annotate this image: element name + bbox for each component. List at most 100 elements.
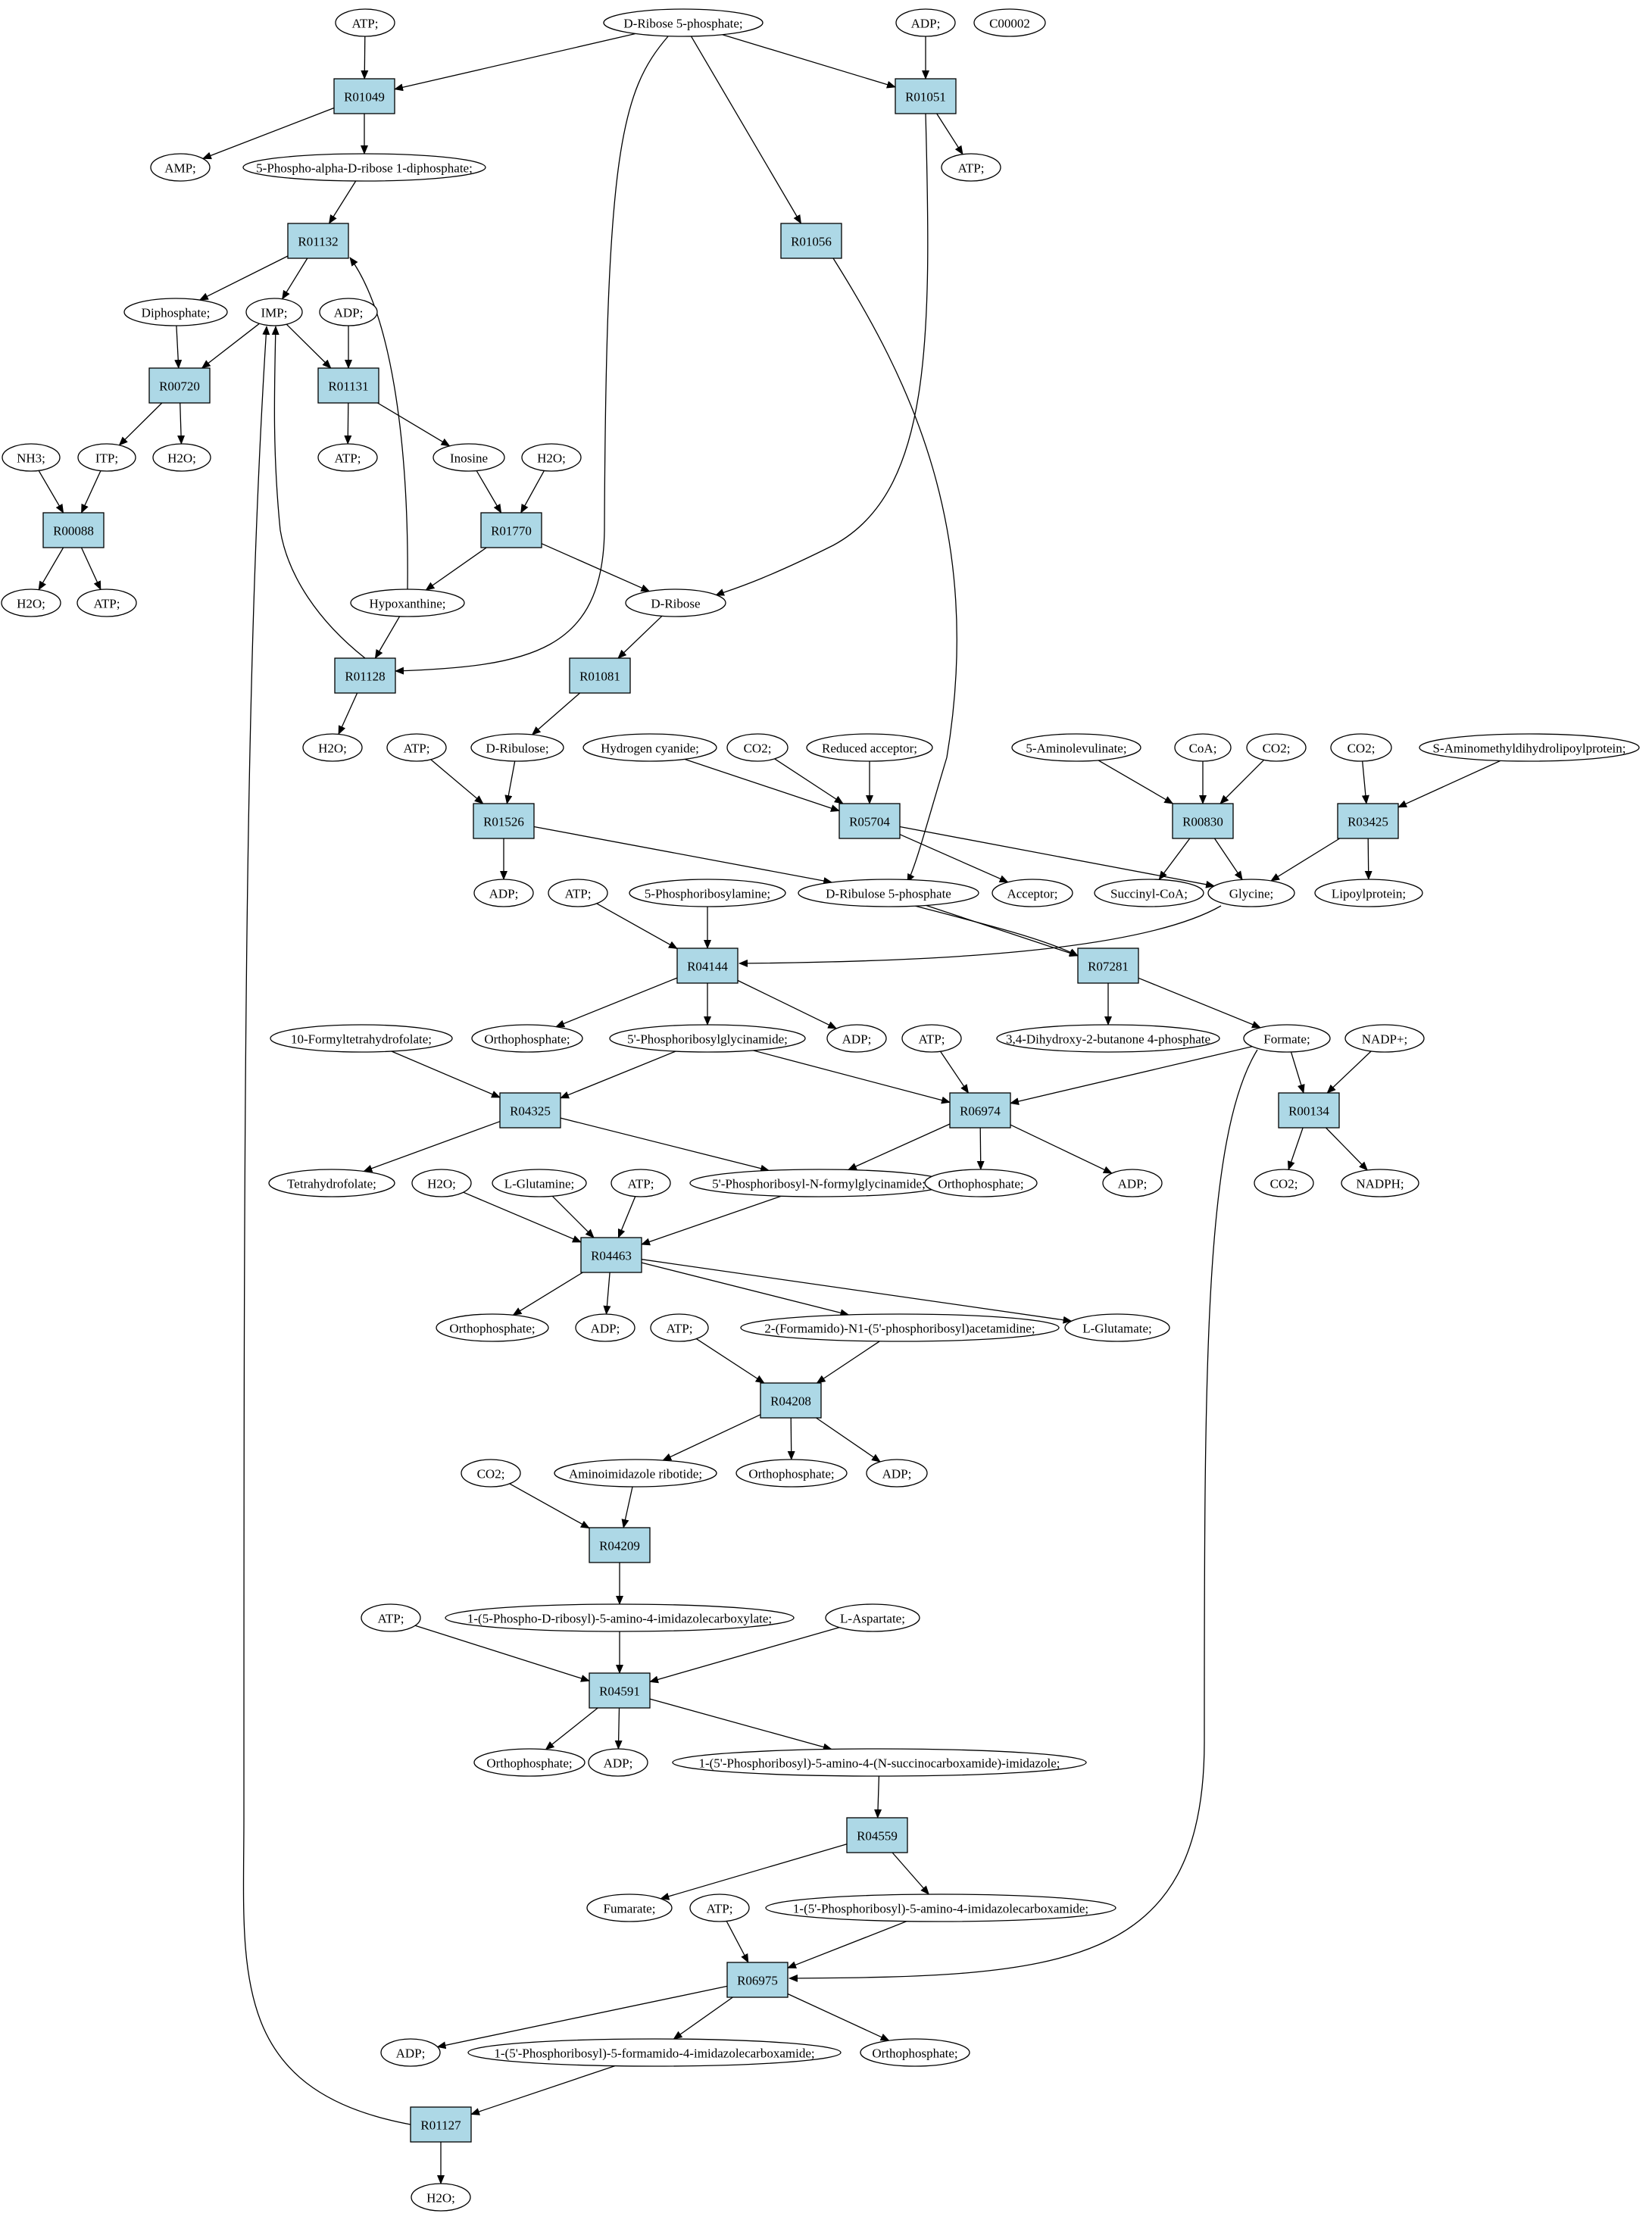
reaction-node-r01051[interactable]: R01051 xyxy=(895,78,957,114)
compound-node[interactable]: D-Ribose 5-phosphate; xyxy=(603,8,764,37)
reaction-node-r06975[interactable]: R06975 xyxy=(726,1962,789,1998)
compound-node[interactable]: ATP; xyxy=(77,589,137,617)
compound-node[interactable]: CO2; xyxy=(1254,1169,1314,1197)
compound-node[interactable]: Aminoimidazole ribotide; xyxy=(554,1459,717,1488)
compound-node[interactable]: 5'-Phosphoribosylglycinamide; xyxy=(609,1024,806,1053)
reaction-node-r04463[interactable]: R04463 xyxy=(580,1237,642,1273)
compound-node[interactable]: 5-Phosphoribosylamine; xyxy=(629,879,786,907)
compound-node[interactable]: 5-Aminolevulinate; xyxy=(1011,733,1141,762)
compound-node[interactable]: 5-Phospho-alpha-D-ribose 1-diphosphate; xyxy=(242,153,486,182)
compound-node[interactable]: Reduced acceptor; xyxy=(806,733,933,762)
reaction-node-r06974[interactable]: R06974 xyxy=(949,1092,1011,1129)
compound-node[interactable]: NH3; xyxy=(2,443,61,472)
reaction-node-r00088[interactable]: R00088 xyxy=(42,512,105,548)
reaction-node-r01131[interactable]: R01131 xyxy=(317,367,379,404)
reaction-node-r00830[interactable]: R00830 xyxy=(1172,803,1234,839)
compound-node[interactable]: ATP; xyxy=(650,1313,709,1342)
compound-node[interactable]: H2O; xyxy=(1,589,61,617)
compound-node[interactable]: L-Glutamine; xyxy=(492,1169,587,1197)
compound-node[interactable]: ADP; xyxy=(866,1459,928,1488)
compound-node[interactable]: ADP; xyxy=(380,2038,441,2067)
reaction-node-r01049[interactable]: R01049 xyxy=(333,78,395,114)
reaction-node-r04209[interactable]: R04209 xyxy=(589,1527,651,1563)
compound-node[interactable]: Acceptor; xyxy=(992,879,1073,907)
reaction-node-r01132[interactable]: R01132 xyxy=(287,223,349,259)
compound-node[interactable]: 1-(5-Phospho-D-ribosyl)-5-amino-4-imidaz… xyxy=(445,1603,795,1632)
compound-node[interactable]: Tetrahydrofolate; xyxy=(268,1169,395,1197)
compound-node[interactable]: ADP; xyxy=(826,1024,887,1053)
reaction-node-r00720[interactable]: R00720 xyxy=(148,367,211,404)
compound-node[interactable]: ATP; xyxy=(611,1169,671,1197)
compound-node[interactable]: Hypoxanthine; xyxy=(350,589,465,617)
compound-node[interactable]: NADP+; xyxy=(1344,1024,1425,1053)
compound-node[interactable]: S-Aminomethyldihydrolipoylprotein; xyxy=(1419,733,1640,762)
compound-node[interactable]: Formate; xyxy=(1243,1024,1331,1053)
compound-node[interactable]: ADP; xyxy=(588,1748,648,1777)
compound-node[interactable]: Diphosphate; xyxy=(123,298,228,326)
compound-node[interactable]: Orthophosphate; xyxy=(924,1169,1038,1197)
compound-node[interactable]: Glycine; xyxy=(1207,879,1295,907)
compound-node[interactable]: ADP; xyxy=(895,8,956,37)
compound-node[interactable]: 1-(5'-Phosphoribosyl)-5-formamido-4-imid… xyxy=(467,2038,842,2067)
compound-node[interactable]: Succinyl-CoA; xyxy=(1094,879,1204,907)
compound-node[interactable]: Orthophosphate; xyxy=(471,1024,583,1053)
reaction-node-r04208[interactable]: R04208 xyxy=(760,1382,822,1419)
compound-node[interactable]: L-Glutamate; xyxy=(1064,1313,1170,1342)
compound-node[interactable]: ATP; xyxy=(386,733,447,762)
compound-node[interactable]: H2O; xyxy=(152,443,211,472)
compound-node[interactable]: Orthophosphate; xyxy=(860,2038,970,2067)
compound-node[interactable]: ATP; xyxy=(361,1603,421,1632)
reaction-node-r00134[interactable]: R00134 xyxy=(1278,1092,1340,1129)
compound-node[interactable]: H2O; xyxy=(521,443,582,472)
compound-node[interactable]: H2O; xyxy=(302,733,363,762)
reaction-node-r01127[interactable]: R01127 xyxy=(410,2106,472,2143)
reaction-node-r01770[interactable]: R01770 xyxy=(480,512,542,548)
compound-node[interactable]: Orthophosphate; xyxy=(473,1748,586,1777)
compound-node[interactable]: 1-(5'-Phosphoribosyl)-5-amino-4-imidazol… xyxy=(765,1894,1116,1922)
reaction-node-r04144[interactable]: R04144 xyxy=(676,948,739,984)
compound-node[interactable]: ATP; xyxy=(335,8,395,37)
compound-node[interactable]: D-Ribulose 5-phosphate xyxy=(798,879,979,907)
compound-node[interactable]: L-Aspartate; xyxy=(825,1603,920,1632)
reaction-node-r01056[interactable]: R01056 xyxy=(780,223,842,259)
reaction-node-r04559[interactable]: R04559 xyxy=(846,1817,908,1853)
compound-node[interactable]: NADPH; xyxy=(1341,1169,1419,1197)
compound-node[interactable]: ADP; xyxy=(319,298,378,326)
compound-node[interactable]: 1-(5'-Phosphoribosyl)-5-amino-4-(N-succi… xyxy=(672,1748,1087,1777)
compound-node[interactable]: IMP; xyxy=(245,298,303,326)
compound-node[interactable]: ATP; xyxy=(901,1024,962,1053)
compound-node[interactable]: H2O; xyxy=(411,2183,471,2212)
compound-node[interactable]: ATP; xyxy=(548,879,608,907)
compound-node[interactable]: 2-(Formamido)-N1-(5'-phosphoribosyl)acet… xyxy=(740,1313,1060,1342)
reaction-node-r07281[interactable]: R07281 xyxy=(1077,948,1139,984)
compound-node[interactable]: Fumarate; xyxy=(586,1894,673,1922)
compound-node[interactable]: Hydrogen cyanide; xyxy=(582,733,717,762)
compound-node[interactable]: AMP; xyxy=(150,153,211,182)
compound-node[interactable]: D-Ribose xyxy=(625,589,726,617)
reaction-node-r01128[interactable]: R01128 xyxy=(334,657,396,694)
compound-node[interactable]: ADP; xyxy=(1102,1169,1163,1197)
compound-node[interactable]: 10-Formyltetrahydrofolate; xyxy=(270,1024,453,1053)
compound-node[interactable]: ATP; xyxy=(941,153,1001,182)
compound-node[interactable]: CO2; xyxy=(726,733,789,762)
compound-node[interactable]: Orthophosphate; xyxy=(436,1313,549,1342)
compound-node[interactable]: ATP; xyxy=(317,443,378,472)
compound-node[interactable]: H2O; xyxy=(411,1169,472,1197)
compound-node[interactable]: Lipoylprotein; xyxy=(1314,879,1423,907)
compound-node[interactable]: CO2; xyxy=(461,1459,521,1488)
compound-node[interactable]: 5'-Phosphoribosyl-N-formylglycinamide; xyxy=(689,1169,948,1197)
reaction-node-r04591[interactable]: R04591 xyxy=(589,1672,651,1709)
compound-node[interactable]: C00002 xyxy=(973,8,1046,37)
reaction-node-r01526[interactable]: R01526 xyxy=(473,803,535,839)
compound-node[interactable]: ITP; xyxy=(77,443,136,472)
compound-node[interactable]: ADP; xyxy=(575,1313,636,1342)
reaction-node-r04325[interactable]: R04325 xyxy=(499,1092,561,1129)
reaction-node-r05704[interactable]: R05704 xyxy=(838,803,901,839)
reaction-node-r03425[interactable]: R03425 xyxy=(1337,803,1399,839)
compound-node[interactable]: ADP; xyxy=(473,879,534,907)
compound-node[interactable]: CoA; xyxy=(1174,733,1232,762)
compound-node[interactable]: CO2; xyxy=(1246,733,1307,762)
compound-node[interactable]: CO2; xyxy=(1330,733,1392,762)
compound-node[interactable]: Orthophosphate; xyxy=(735,1459,848,1488)
compound-node[interactable]: Inosine xyxy=(433,443,505,472)
